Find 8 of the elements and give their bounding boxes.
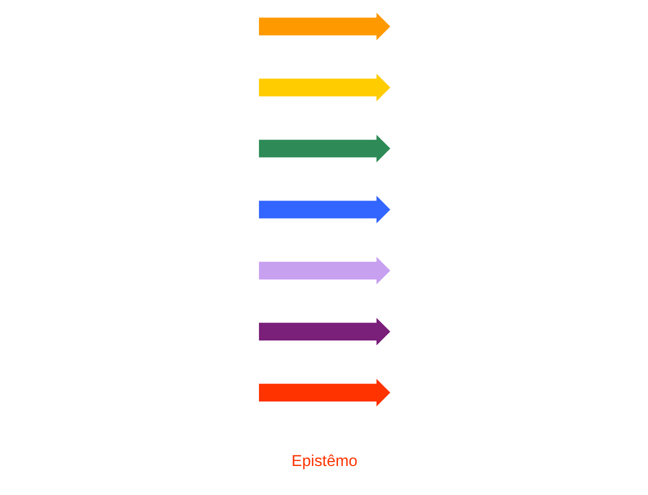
- node-arrow: [258, 73, 390, 101]
- node-label: Epistêmo: [291, 452, 357, 470]
- node-arrow: [258, 12, 390, 40]
- node-arrow: [258, 195, 390, 223]
- node-arrow: [258, 256, 390, 284]
- node-arrow: [258, 134, 390, 162]
- node-arrow: [258, 317, 390, 345]
- node-arrow: [258, 378, 390, 406]
